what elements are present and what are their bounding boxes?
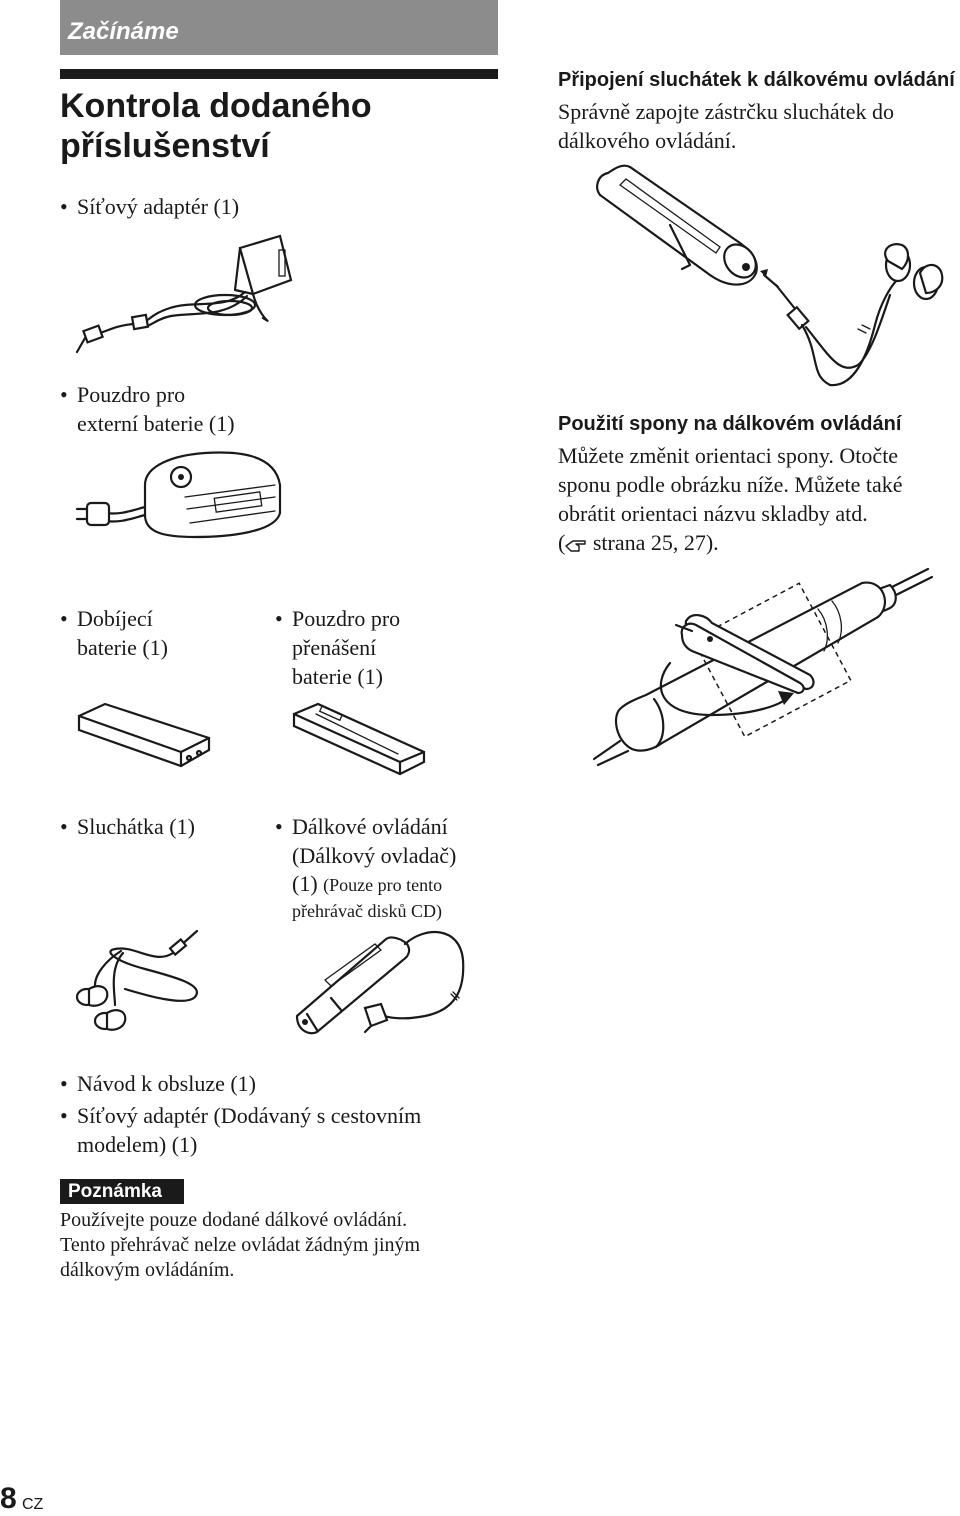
note-badge: Poznámka	[60, 1179, 184, 1204]
list-item-travel-adapter: • Síťový adaptér (Dodávaný s cestovním m…	[60, 1101, 422, 1159]
list-item-battery-case: • Pouzdro pro externí baterie (1)	[60, 380, 235, 438]
connect-line: dálkového ovládání.	[558, 128, 737, 153]
connect-text: Správně zapojte zástrčku sluchátek do dá…	[558, 97, 894, 155]
note-line: dálkovým ovládáním.	[60, 1259, 235, 1281]
bullet: •	[275, 814, 283, 839]
page-title: Kontrola dodaného příslušenství	[60, 86, 500, 166]
page-title-line: Kontrola dodaného	[60, 87, 372, 125]
clip-line: sponu podle obrázku níže. Můžete také	[558, 472, 903, 497]
item-label: přenášení	[292, 635, 377, 660]
item-label: baterie (1)	[292, 664, 383, 689]
item-label: Dobíjecí	[77, 606, 153, 631]
page-number: 8	[0, 1482, 17, 1515]
item-label: modelem) (1)	[77, 1132, 198, 1157]
item-label: Pouzdro pro	[292, 606, 401, 631]
bullet: •	[60, 814, 68, 839]
clip-ref-line: ( strana 25, 27).	[558, 528, 903, 557]
item-label: (1)	[292, 871, 318, 896]
clip-line: Můžete změnit orientaci spony. Otočte	[558, 443, 899, 468]
note-line: Tento přehrávač nelze ovládat žádným jin…	[60, 1234, 421, 1256]
note-line: Používejte pouze dodané dálkové ovládání…	[60, 1209, 408, 1231]
clip-ref: strana 25, 27).	[592, 530, 719, 555]
clip-text: Můžete změnit orientaci spony. Otočte sp…	[558, 441, 903, 557]
clip-rotation-illustration	[592, 567, 934, 767]
clip-ref-open: (	[558, 530, 566, 555]
item-label: Síťový adaptér (Dodávaný s cestovním	[77, 1103, 422, 1128]
item-label: (Dálkový ovladač)	[292, 843, 457, 868]
item-label: Pouzdro pro	[77, 382, 186, 407]
header-rule	[60, 69, 498, 79]
remote-illustration	[295, 930, 465, 1035]
bullet: •	[60, 606, 68, 631]
list-item-rechargeable-battery: • Dobíjecí baterie (1)	[60, 604, 168, 662]
connect-line: Správně zapojte zástrčku sluchátek do	[558, 99, 894, 124]
battery-case-illustration	[75, 451, 282, 539]
clip-line: obrátit orientaci názvu skladby atd.	[558, 501, 868, 526]
remote-headphone-connection-illustration	[596, 164, 944, 387]
bullet: •	[60, 1103, 68, 1128]
section-tab-label: Začínáme	[68, 18, 179, 45]
item-label: Návod k obsluze (1)	[77, 1071, 257, 1096]
headphones-illustration	[75, 929, 199, 1031]
item-label: externí baterie (1)	[77, 411, 235, 436]
note-text: Používejte pouze dodané dálkové ovládání…	[60, 1208, 420, 1283]
ac-adapter-illustration	[75, 234, 293, 354]
item-label: Sluchátka (1)	[77, 814, 195, 839]
list-item-carry-case: • Pouzdro pro přenášení baterie (1)	[275, 604, 401, 691]
bullet: •	[60, 194, 68, 219]
clip-heading: Použití spony na dálkovém ovládání	[558, 413, 902, 435]
item-label: (Pouze pro tento	[323, 875, 443, 895]
pointing-hand-icon	[565, 540, 587, 552]
page-language: CZ	[22, 1496, 44, 1513]
connect-heading: Připojení sluchátek k dálkovému ovládání	[558, 69, 955, 91]
carry-case-illustration	[292, 702, 426, 776]
page-title-line: příslušenství	[60, 127, 270, 165]
item-label: baterie (1)	[77, 635, 168, 660]
list-item-remote: • Dálkové ovládání (Dálkový ovladač) (1)…	[275, 812, 457, 923]
bullet: •	[60, 1071, 68, 1096]
item-label: Dálkové ovládání	[292, 814, 448, 839]
item-label: Síťový adaptér (1)	[77, 194, 240, 219]
list-item-manual: • Návod k obsluze (1)	[60, 1069, 257, 1098]
item-label: přehrávač disků CD)	[292, 901, 442, 921]
list-item-headphones: • Sluchátka (1)	[60, 812, 195, 841]
battery-illustration	[77, 702, 211, 768]
list-item-adapter: • Síťový adaptér (1)	[60, 192, 240, 221]
bullet: •	[275, 606, 283, 631]
section-tab: Začínáme	[60, 0, 498, 55]
bullet: •	[60, 382, 68, 407]
